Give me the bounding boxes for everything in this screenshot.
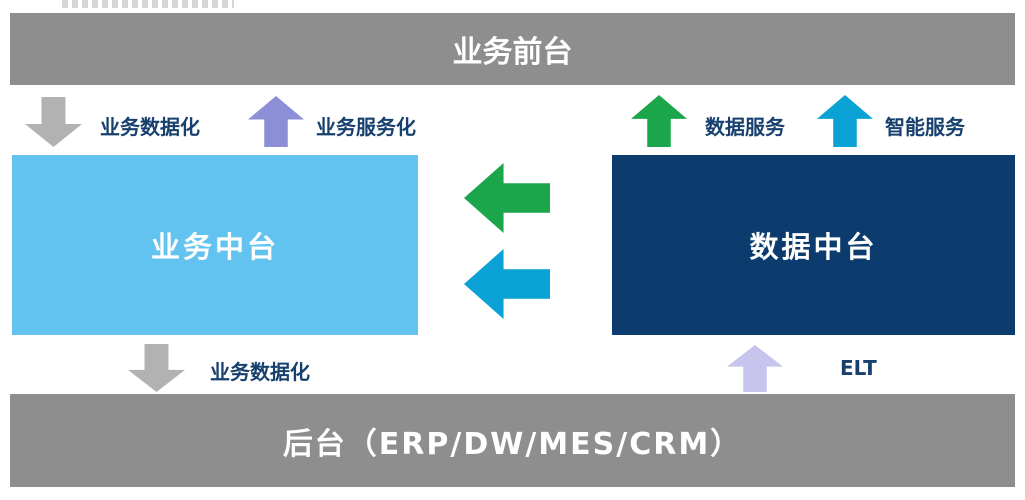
business-dataization-top-label: 业务数据化 [100, 115, 200, 139]
up-arrow-icon [817, 95, 873, 147]
data-middle-platform-label: 数据中台 [749, 230, 878, 264]
front-office-bar: 业务前台 [10, 13, 1015, 85]
up-arrow-icon [727, 345, 783, 392]
data-service-label: 数据服务 [705, 115, 785, 139]
back-office-label: 后台（ERP/DW/MES/CRM） [282, 426, 743, 462]
front-office-label: 业务前台 [452, 35, 573, 70]
back-office-bar: 后台（ERP/DW/MES/CRM） [10, 394, 1015, 487]
intelligent-service-label: 智能服务 [885, 115, 965, 139]
up-arrow-icon [248, 96, 304, 147]
up-arrow-icon [631, 95, 687, 147]
elt-label: ELT [840, 356, 877, 380]
business-dataization-bottom-label: 业务数据化 [210, 360, 310, 384]
left-arrow-icon [464, 163, 550, 233]
business-middle-platform-label: 业务中台 [150, 230, 279, 264]
down-arrow-icon [128, 344, 185, 392]
down-arrow-icon [25, 97, 82, 147]
cropped-text-artifact [62, 0, 234, 8]
business-middle-platform-box: 业务中台 [12, 155, 418, 335]
left-arrow-icon [464, 249, 550, 319]
business-servicization-label: 业务服务化 [316, 115, 416, 139]
data-middle-platform-box: 数据中台 [612, 155, 1015, 335]
